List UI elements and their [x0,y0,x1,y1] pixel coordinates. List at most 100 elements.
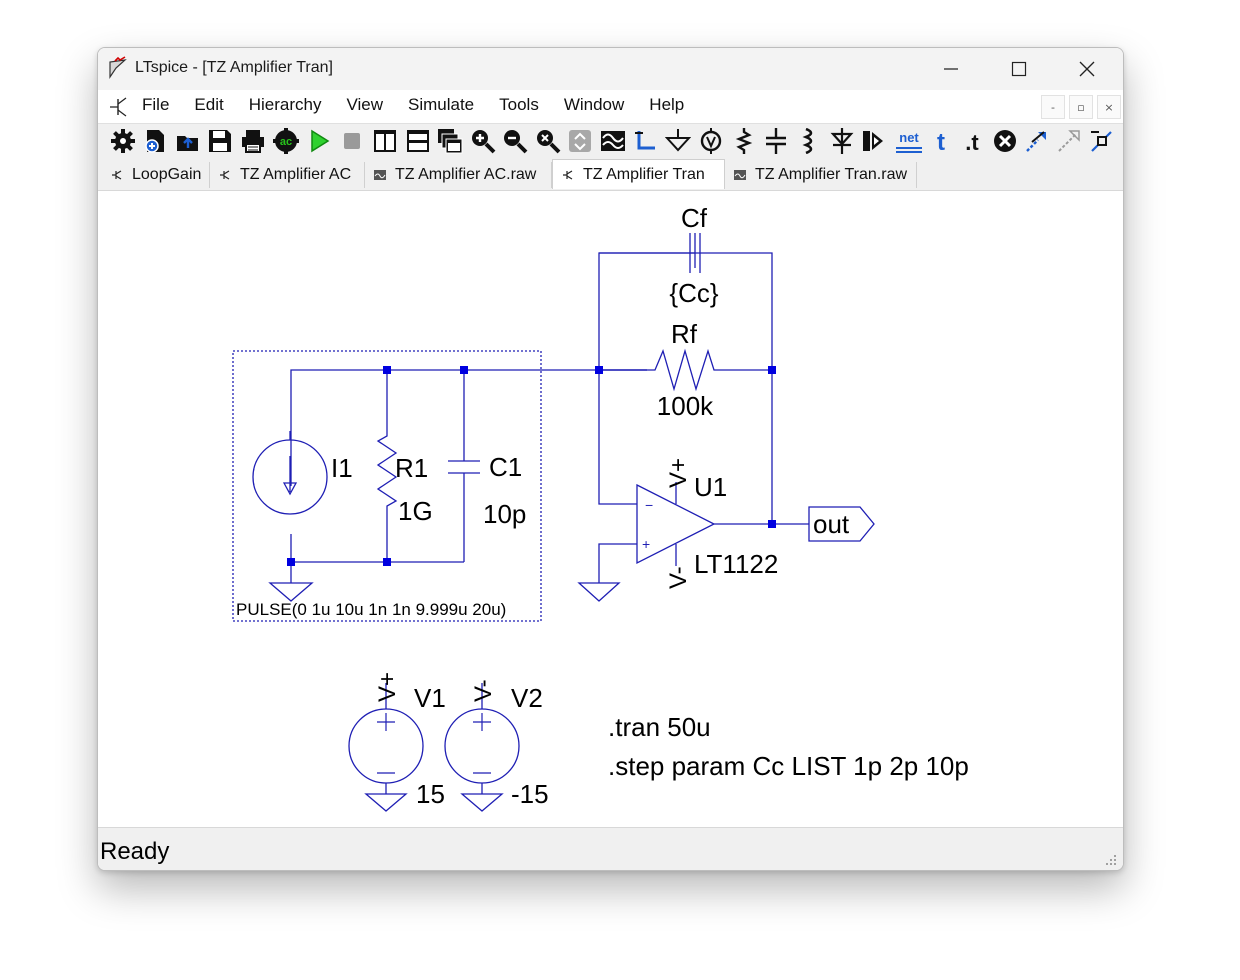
v1-label: V1 [414,683,446,713]
menu-hierarchy[interactable]: Hierarchy [248,95,322,114]
u1-model: LT1122 [694,549,778,579]
voltmeter-icon[interactable] [698,128,724,154]
schematic-tab-icon [220,170,230,180]
menu-view[interactable]: View [346,95,383,114]
tile-vertical-icon[interactable] [372,128,398,154]
mdi-minimize-button[interactable]: - [1041,95,1065,119]
maximize-button[interactable] [996,54,1042,84]
schematic-canvas[interactable]: − + Cf {Cc} Rf 100k I1 R1 1G C1 10p U1 L… [98,191,1123,827]
open-folder-icon[interactable] [175,128,201,154]
mdi-restore-button[interactable]: ▫ [1069,95,1093,119]
waveform-viewer-icon[interactable] [600,128,626,154]
junction [768,520,776,528]
duplicate-icon[interactable] [1024,128,1050,154]
tile-horizontal-icon[interactable] [405,128,431,154]
minimize-button[interactable] [928,54,974,84]
junction [768,366,776,374]
save-icon[interactable] [207,128,233,154]
wire-icon[interactable] [633,128,659,154]
tab-loopgain[interactable]: LoopGain [102,162,210,188]
out-label: out [813,509,850,539]
tab-label: TZ Amplifier Tran [583,165,705,183]
resize-grip-icon[interactable] [1103,853,1117,867]
waveform-tab-icon [734,170,746,180]
tab-tz-amplifier-ac[interactable]: TZ Amplifier AC [210,162,365,188]
schematic-drawing: − + Cf {Cc} Rf 100k I1 R1 1G C1 10p U1 L… [232,203,969,812]
halt-icon[interactable] [339,128,365,154]
wire-output [714,370,809,525]
component-icon[interactable] [861,128,887,154]
opamp-plus-sign: + [642,536,650,552]
u1-vminus-label: V- [665,566,692,589]
ltspice-window: LTspice - [TZ Amplifier Tran] File Edit … [97,47,1124,871]
menu-file[interactable]: File [142,95,170,114]
wire-noninverting-input [598,543,637,583]
capacitor-icon[interactable] [763,128,789,154]
menu-bar: File Edit Hierarchy View Simulate Tools … [98,90,1123,122]
ground-opamp [577,582,621,602]
waveform-tab-icon [374,170,386,180]
ac-analysis-icon[interactable]: ac [273,128,299,154]
menu-tools[interactable]: Tools [499,95,539,114]
tab-tz-amplifier-ac-raw[interactable]: TZ Amplifier AC.raw [365,162,552,188]
settings-gear-icon[interactable] [110,128,136,154]
drag-icon[interactable] [1089,128,1115,154]
menu-edit[interactable]: Edit [194,95,224,114]
zoom-fit-icon[interactable] [535,128,561,154]
net-label-icon[interactable]: net [894,128,924,154]
menu-items: File Edit Hierarchy View Simulate Tools … [142,95,709,115]
wire-input-bottom [290,534,464,563]
document-tabs: LoopGain TZ Amplifier AC TZ Amplifier AC… [98,158,1123,191]
opamp-minus-sign: − [645,497,653,513]
schematic-doc-icon[interactable] [106,95,132,117]
v2-value: -15 [511,779,549,809]
spice-directive-icon[interactable]: .t [959,128,985,154]
mdi-close-button[interactable]: × [1097,95,1121,119]
zoom-out-icon[interactable] [502,128,528,154]
text-icon[interactable]: t [928,128,954,154]
wire-feedback-loop [599,246,773,370]
inductor-icon[interactable] [796,128,822,154]
c1-value: 10p [483,499,526,529]
u1-label: U1 [694,472,727,502]
tab-label: LoopGain [132,166,202,183]
move-icon[interactable] [1056,128,1082,154]
r1-resistor [376,370,398,562]
zoom-in-icon[interactable] [470,128,496,154]
c1-capacitor [448,370,480,562]
tab-label: TZ Amplifier AC.raw [395,166,537,183]
spice-directive-tran[interactable]: .tran 50u [608,712,711,742]
diode-icon[interactable] [829,128,855,154]
cascade-windows-icon[interactable] [437,128,463,154]
ltspice-logo-icon [109,56,127,79]
ground-icon[interactable] [665,128,691,154]
delete-icon[interactable] [992,128,1018,154]
cf-value: {Cc} [669,278,718,308]
resistor-icon[interactable] [731,128,757,154]
op-amp-u1 [636,483,716,565]
tab-tz-amplifier-tran[interactable]: TZ Amplifier Tran [552,159,725,189]
out-net-flag [808,506,875,542]
r1-label: R1 [395,453,428,483]
menu-window[interactable]: Window [563,95,625,114]
window-title: LTspice - [TZ Amplifier Tran] [135,59,333,76]
tab-tz-amplifier-tran-raw[interactable]: TZ Amplifier Tran.raw [725,162,917,188]
tab-label: TZ Amplifier AC [240,166,352,183]
svg-text:net: net [899,130,919,145]
new-schematic-icon[interactable] [143,128,169,154]
run-icon[interactable] [306,128,332,154]
svg-text:ac: ac [280,136,292,148]
menu-help[interactable]: Help [649,95,685,114]
status-bar: Ready [98,827,1123,870]
print-icon[interactable] [240,128,266,154]
title-bar[interactable]: LTspice - [TZ Amplifier Tran] [98,48,1123,90]
r1-value: 1G [398,496,433,526]
spice-directive-step[interactable]: .step param Cc LIST 1p 2p 10p [608,751,969,781]
zoom-previous-icon[interactable] [567,128,593,154]
junction [595,366,603,374]
menu-simulate[interactable]: Simulate [408,95,475,114]
status-text: Ready [100,838,170,865]
junction [383,558,391,566]
wire-inverting-input [598,370,637,505]
close-button[interactable] [1064,54,1110,84]
